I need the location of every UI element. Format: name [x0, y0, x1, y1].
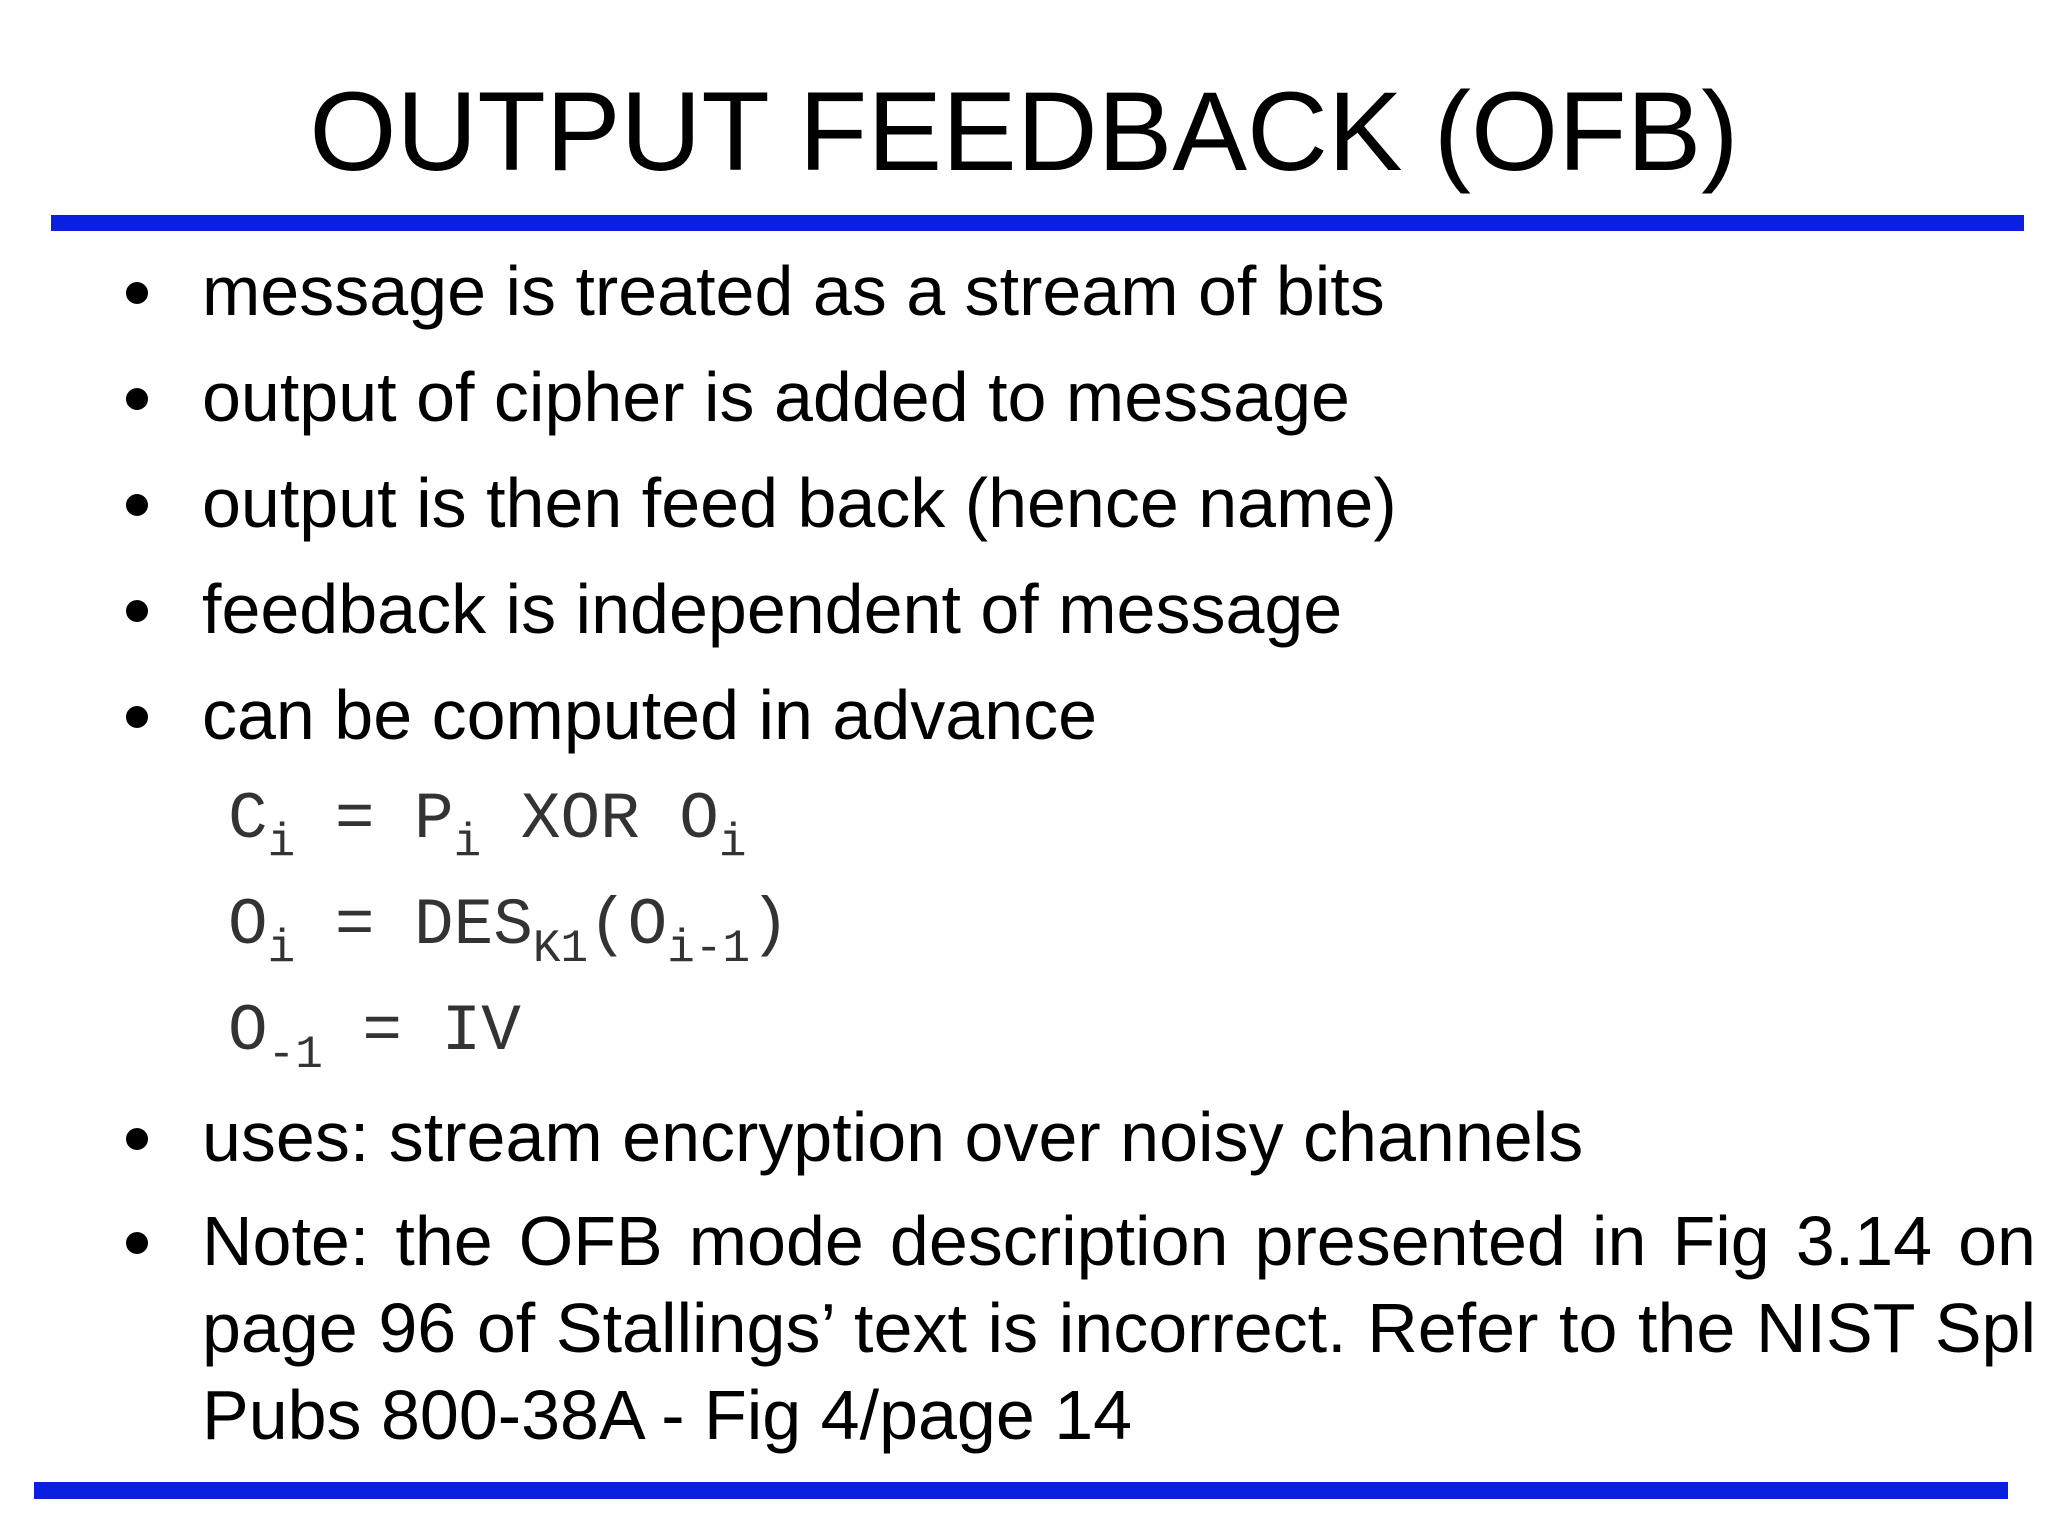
- bullet-text: output is then feed back (hence name): [202, 464, 1397, 542]
- formula-initial-vector: O-1 = IV: [228, 994, 521, 1081]
- bullet-dot: [126, 706, 148, 728]
- bullet-dot: [126, 388, 148, 410]
- bottom-divider: [34, 1482, 2008, 1499]
- slide-title: OUTPUT FEEDBACK (OFB): [309, 69, 1739, 194]
- bullet-dot: [126, 1232, 148, 1254]
- bullet-dot: [126, 494, 148, 516]
- bullet-text: feedback is independent of message: [202, 570, 1343, 648]
- bullet-text: can be computed in advance: [202, 676, 1098, 754]
- bullet-dot: [126, 282, 148, 304]
- bullet-text: message is treated as a stream of bits: [202, 252, 1385, 330]
- bullet-text: uses: stream encryption over noisy chann…: [202, 1098, 1584, 1176]
- note-text: Note: the OFB mode description presented…: [202, 1202, 2036, 1454]
- formula-ciphertext: Ci = Pi XOR Oi: [228, 782, 747, 869]
- bullet-dot: [126, 1128, 148, 1150]
- bullet-text: output of cipher is added to message: [202, 358, 1350, 436]
- formula-output-block: Oi = DESK1(Oi-1): [228, 888, 790, 975]
- top-divider: [51, 215, 2024, 231]
- bullet-dot: [126, 600, 148, 622]
